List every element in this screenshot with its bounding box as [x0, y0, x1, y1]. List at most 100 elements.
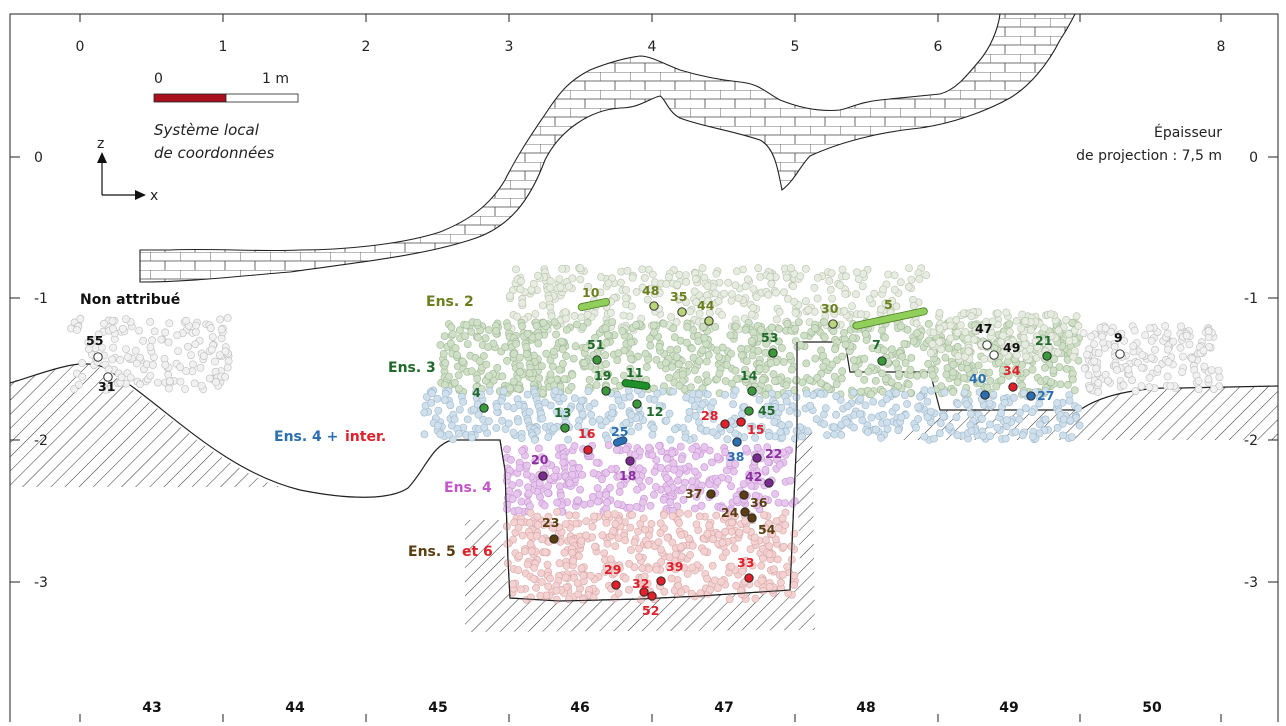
pebble	[603, 510, 612, 519]
pebble	[517, 434, 526, 442]
pebble	[206, 324, 215, 333]
pebble	[1074, 321, 1083, 330]
pebble	[1018, 310, 1027, 319]
pebble	[689, 353, 698, 362]
pebble	[905, 264, 913, 272]
pebble	[892, 302, 901, 311]
pebble	[608, 318, 617, 326]
pebble	[576, 264, 585, 273]
axis-z-label: z	[97, 136, 104, 152]
pebble	[860, 354, 869, 363]
pebble	[593, 484, 602, 493]
pebble	[445, 372, 453, 381]
pebble	[746, 545, 755, 554]
pebble	[687, 383, 695, 392]
pebble	[638, 283, 647, 292]
pebble	[1074, 404, 1083, 413]
right-tick-label: -1	[1244, 291, 1258, 307]
pebble	[750, 475, 759, 484]
pebble	[525, 369, 534, 378]
pebble	[609, 527, 617, 535]
pebble	[675, 295, 684, 303]
pebble	[1041, 387, 1050, 396]
pebble	[450, 378, 459, 387]
pebble	[830, 372, 839, 381]
pebble	[561, 410, 570, 419]
pebble	[887, 345, 896, 354]
find-label: 5	[884, 297, 893, 312]
pebble	[621, 574, 630, 583]
pebble	[625, 559, 633, 568]
pebble	[695, 512, 704, 521]
pebble	[772, 315, 781, 324]
pebble	[512, 339, 520, 348]
pebble	[731, 322, 740, 331]
pebble	[732, 581, 741, 590]
pebble	[627, 302, 636, 311]
pebble	[570, 311, 579, 320]
pebble	[646, 341, 655, 350]
pebble	[662, 279, 671, 288]
pebble	[650, 467, 659, 476]
pebble	[1011, 427, 1020, 436]
pebble	[820, 410, 828, 419]
pebble	[569, 354, 578, 363]
pebble	[745, 470, 754, 479]
pebble	[775, 324, 783, 333]
pebble	[1178, 368, 1186, 376]
pebble	[668, 449, 677, 457]
pebble	[863, 428, 872, 436]
pebble	[711, 322, 720, 331]
pebble	[728, 518, 736, 527]
find-marker	[549, 534, 559, 544]
pebble	[455, 405, 464, 414]
pebble	[954, 352, 963, 361]
pebble	[534, 332, 543, 341]
pebble	[920, 370, 929, 379]
pebble	[1022, 352, 1030, 361]
pebble	[586, 571, 595, 580]
pebble	[944, 344, 953, 353]
pebble	[555, 559, 564, 568]
pebble	[614, 589, 623, 597]
pebble	[791, 324, 800, 333]
pebble	[688, 344, 696, 353]
pebble	[514, 384, 523, 393]
pebble	[830, 430, 839, 439]
pebble	[1164, 358, 1173, 366]
pebble	[683, 570, 692, 578]
pebble	[522, 350, 531, 358]
pebble	[796, 272, 805, 281]
pebble	[164, 384, 173, 393]
pebble	[823, 431, 831, 439]
pebble	[108, 316, 117, 325]
pebble	[635, 544, 643, 553]
pebble	[759, 554, 767, 563]
find-marker	[740, 507, 750, 517]
pebble	[592, 381, 601, 389]
pebble	[606, 308, 615, 317]
pebble	[1169, 337, 1178, 346]
pebble	[749, 303, 758, 312]
pebble	[709, 428, 717, 436]
find-marker	[677, 307, 687, 317]
pebble	[837, 374, 846, 383]
pebble	[1036, 420, 1044, 429]
pebble	[525, 519, 534, 527]
projection-line1: Épaisseur	[1154, 124, 1222, 141]
pebble	[573, 320, 581, 329]
pebble	[643, 579, 652, 588]
pebble	[920, 432, 929, 441]
find-label: 40	[969, 371, 987, 386]
find-marker	[877, 356, 887, 366]
pebble	[667, 313, 675, 321]
pebble	[157, 335, 166, 344]
pebble	[992, 382, 1001, 391]
pebble	[726, 331, 735, 340]
scale-start-label: 0	[154, 71, 163, 87]
pebble	[935, 337, 944, 346]
pebble	[627, 355, 636, 363]
pebble	[595, 415, 604, 424]
pebble	[682, 298, 690, 306]
pebble	[614, 534, 623, 542]
